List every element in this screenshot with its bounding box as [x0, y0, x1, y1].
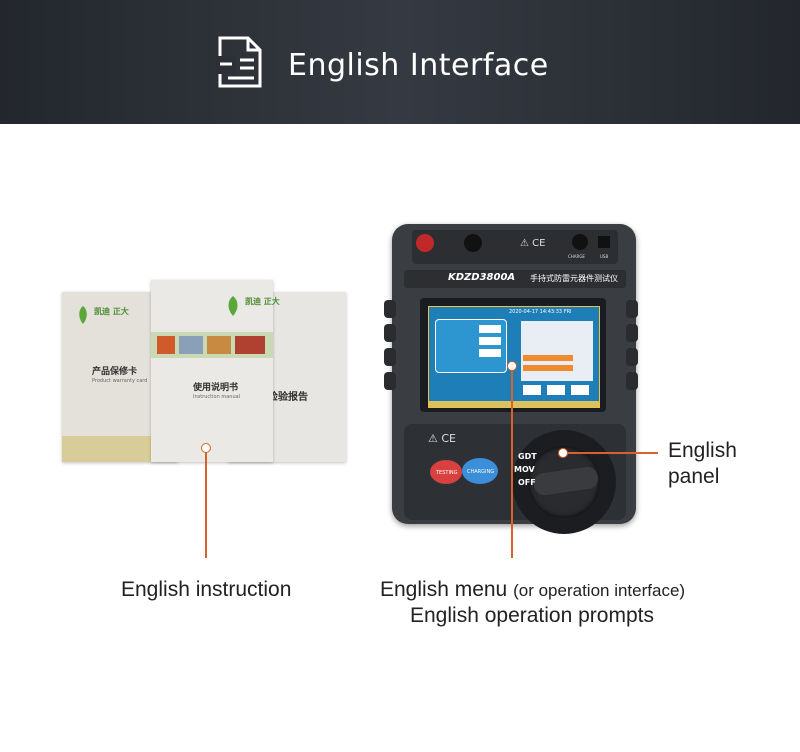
manual-subtitle: Instruction manual [193, 394, 241, 400]
charge-label: CHARGE [568, 254, 585, 259]
brand-text: 凯迪 正大 [94, 307, 129, 316]
menu-label-note: (or operation interface) [513, 581, 686, 600]
device-top-panel: ⚠ CE CHARGE USB [412, 230, 618, 264]
prompts-label: English operation prompts [410, 604, 654, 627]
brand-text: 凯迪 正大 [245, 297, 280, 306]
screen-datetime: 2020-04-17 14:43:33 FRI [509, 309, 572, 315]
charging-button[interactable]: CHARGING [462, 458, 498, 484]
warning-icon: ⚠ CE [520, 238, 546, 249]
warranty-title: 产品保修卡 [92, 367, 138, 377]
instruction-callout-dot [201, 443, 211, 453]
manual-title: 使用说明书 [193, 383, 239, 393]
device-model-cn: 手持式防雷元器件测试仪 [530, 274, 618, 283]
document-icon [216, 36, 262, 88]
panel-callout-dot [558, 448, 568, 458]
device-screen: 2020-04-17 14:43:33 FRI [428, 306, 600, 408]
usb-port[interactable] [598, 236, 610, 248]
menu-callout-line [511, 366, 513, 558]
menu-callout-dot [507, 361, 517, 371]
instruction-callout-line [205, 448, 207, 558]
warranty-subtitle: Product warranty card [92, 378, 148, 384]
device-model: KDZD3800A [448, 272, 516, 283]
knob-position-off: OFF [518, 478, 536, 487]
logo-icon [79, 306, 87, 324]
usb-label: USB [600, 254, 609, 259]
positive-terminal[interactable] [416, 234, 434, 252]
menu-label-main: English menu [380, 578, 508, 601]
panel-label-line2: panel [668, 465, 720, 488]
instruction-manual-image: 凯迪 正大 使用说明书 Instruction manual [151, 280, 280, 462]
device-brand-bar [404, 270, 626, 288]
panel-label-line1: English [668, 439, 737, 462]
screen-button[interactable] [547, 385, 565, 395]
page-title: English Interface [288, 48, 549, 83]
screen-button[interactable] [523, 385, 541, 395]
knob-position-gdt: GDT [518, 452, 537, 461]
warning-icon: ⚠ CE [428, 432, 456, 445]
knob-position-mov: MOV [514, 465, 535, 474]
screen-button[interactable] [571, 385, 589, 395]
report-title: 出厂检验报告 [248, 392, 308, 403]
instruction-label: English instruction [121, 578, 292, 601]
panel-callout-line [566, 452, 658, 454]
header-banner: English Interface [0, 0, 800, 124]
negative-terminal[interactable] [464, 234, 482, 252]
testing-button[interactable]: TESTING [430, 460, 462, 484]
menu-label: English menu (or operation interface) [380, 578, 685, 602]
charge-port[interactable] [572, 234, 588, 250]
logo-icon [228, 296, 238, 316]
